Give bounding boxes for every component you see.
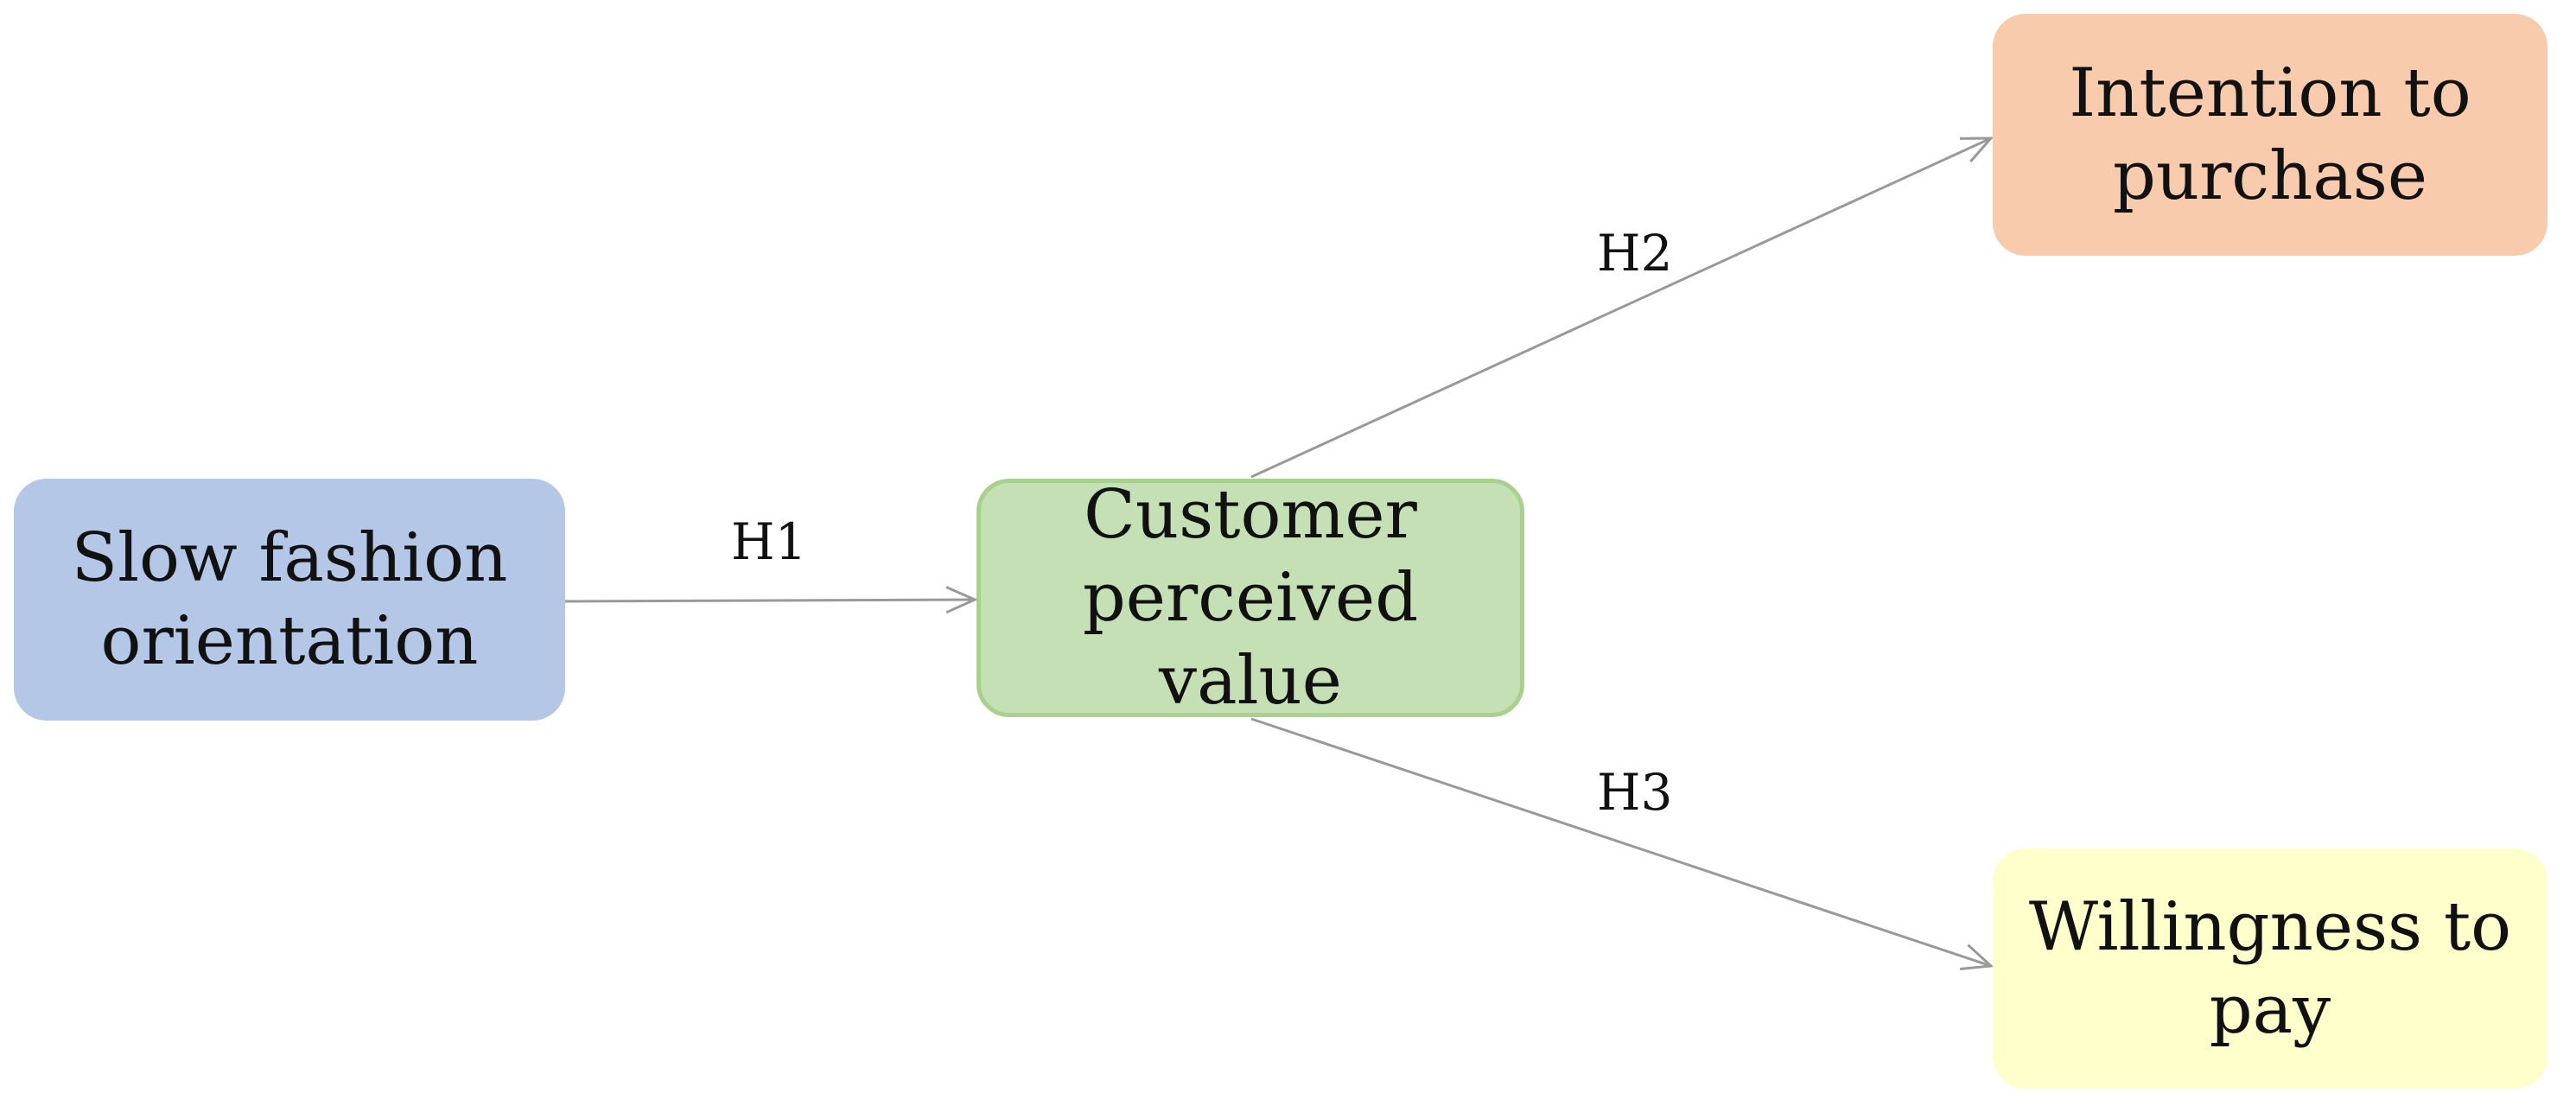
- node-customer-perceived-value: Customer perceived value: [976, 476, 1524, 720]
- node-customer-perceived-value-text: Customer perceived value: [1082, 476, 1419, 720]
- arrowhead-h3: [1960, 944, 1994, 970]
- arrow-h1: [564, 598, 976, 603]
- node-intention-to-purchase: Intention to purchase: [1993, 14, 2547, 256]
- node-slow-fashion-orientation-text: Slow fashion orientation: [71, 519, 508, 680]
- edge-label-h2: H2: [1597, 224, 1673, 283]
- node-willingness-to-pay-text: Willingness to pay: [2028, 888, 2512, 1049]
- node-willingness-to-pay: Willingness to pay: [1993, 848, 2547, 1089]
- arrow-h3: [1250, 717, 1992, 968]
- arrowhead-h2: [1959, 137, 1994, 163]
- node-slow-fashion-orientation: Slow fashion orientation: [14, 479, 565, 721]
- edge-label-h3: H3: [1597, 763, 1673, 822]
- edge-label-h1: H1: [731, 512, 807, 571]
- arrow-h2: [1250, 137, 1992, 479]
- arrowhead-h1: [945, 586, 978, 614]
- node-intention-to-purchase-text: Intention to purchase: [2069, 54, 2471, 215]
